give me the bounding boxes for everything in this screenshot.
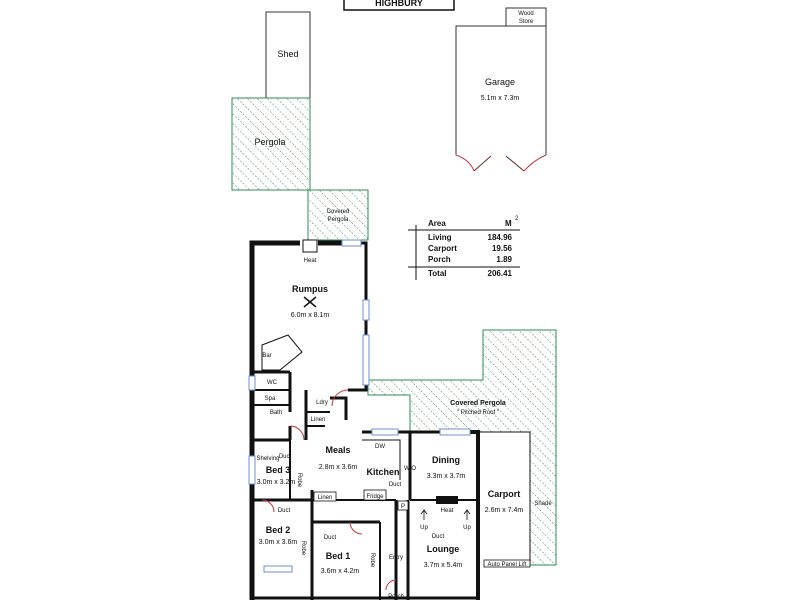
title-box: HIGHBURY <box>343 0 455 11</box>
bed3-robe-label: Robe <box>296 473 302 488</box>
lounge: Heat Up Up Duct Lounge 3.7m x 5.4m <box>420 496 471 569</box>
garage: Garage 5.1m x 7.3m <box>455 25 547 172</box>
wood-store-line2: Store <box>519 19 534 25</box>
area-header-unit-sup: 2 <box>515 216 519 222</box>
bed1-label: Bed 1 <box>326 551 351 561</box>
bar-label: Bar <box>262 353 271 359</box>
shed: Shed <box>265 11 311 99</box>
area-row-label: Carport <box>428 244 457 253</box>
lounge-label: Lounge <box>427 544 460 554</box>
area-table: Area M 2 Living 184.96 Carport 19.56 Por… <box>408 216 520 280</box>
linen-mid-label: Linen <box>318 495 333 501</box>
bed2: Duct Bed 2 3.0m x 3.6m Robe <box>259 508 306 556</box>
rumpus: Heat Rumpus 6.0m x 8.1m <box>291 239 330 319</box>
wood-store-line1: Wood <box>518 11 534 17</box>
bed2-size: 3.0m x 3.6m <box>259 539 298 546</box>
bed2-label: Bed 2 <box>266 525 291 535</box>
entry-label: Entry <box>389 555 403 561</box>
area-total-value: 206.41 <box>488 269 513 278</box>
covered-pergola-large-line1: Covered Pergola <box>450 400 506 407</box>
covered-pergola-small-line2: Pergola <box>328 217 349 223</box>
lounge-up-right: Up <box>463 525 471 531</box>
carport-size: 2.6m x 7.4m <box>485 507 524 514</box>
bath-label: Bath <box>270 410 282 416</box>
pantry: P <box>397 500 409 511</box>
wc-label: WC <box>267 380 278 386</box>
bar: Bar <box>261 334 303 371</box>
lounge-up-left: Up <box>420 525 428 531</box>
covered-pergola-small: Covered Pergola <box>307 189 369 241</box>
kitchen: DW W/O Kitchen <box>362 439 416 480</box>
carport-label: Carport <box>488 489 521 499</box>
area-total-label: Total <box>428 269 447 278</box>
bed3-shelving-label: Shelving <box>256 456 279 462</box>
plan-title: HIGHBURY <box>375 0 423 8</box>
pergola: Pergola <box>231 97 311 191</box>
bed3: Shelving Duct Bed 3 3.0m x 3.2m Robe <box>256 454 302 488</box>
kitchen-duct-label: Duct <box>389 482 402 488</box>
bed3-label: Bed 3 <box>266 465 291 475</box>
bed2-robe-label: Robe <box>300 541 306 556</box>
windows <box>248 239 471 573</box>
dining-label: Dining <box>432 455 460 465</box>
pergola-label: Pergola <box>254 137 285 147</box>
area-row-value: 19.56 <box>492 244 513 253</box>
pantry-label: P <box>401 504 405 510</box>
dw-label: DW <box>375 444 385 450</box>
laundry-label: Ldry <box>316 400 328 406</box>
bed1-duct-label: Duct <box>324 535 337 541</box>
house-walls <box>249 240 531 600</box>
covered-pergola-small-line1: Covered <box>327 209 350 215</box>
shed-label: Shed <box>277 49 298 59</box>
lounge-heat-label: Heat <box>441 508 454 514</box>
lounge-duct-label: Duct <box>432 534 445 540</box>
garage-label: Garage <box>485 77 515 87</box>
dining-size: 3.3m x 3.7m <box>427 473 466 480</box>
rumpus-heat-label: Heat <box>304 258 317 264</box>
linen-top-label: Linen <box>311 417 326 423</box>
area-header-unit: M <box>505 219 512 228</box>
lounge-size: 3.7m x 5.4m <box>424 562 463 569</box>
bed3-duct-label: Duct <box>279 454 292 460</box>
shade-label: Shade <box>534 501 552 507</box>
bed1: Duct Bed 1 3.6m x 4.2m Robe <box>321 535 375 575</box>
spa-label: Spa <box>265 396 276 402</box>
bed3-size: 3.0m x 3.2m <box>257 479 296 486</box>
area-row-label: Porch <box>428 255 451 264</box>
area-row-value: 1.89 <box>496 255 512 264</box>
bed2-duct-label: Duct <box>278 508 291 514</box>
bed1-size: 3.6m x 4.2m <box>321 568 360 575</box>
area-row-value: 184.96 <box>488 233 513 242</box>
rumpus-size: 6.0m x 8.1m <box>291 312 330 319</box>
fridge: Fridge <box>363 489 387 501</box>
area-row-label: Living <box>428 233 452 242</box>
auto-panel-lift-label: Auto Panel Lift <box>487 562 526 568</box>
carport: Carport 2.6m x 7.4m Auto Panel Lift <box>483 489 531 568</box>
fridge-label: Fridge <box>366 494 384 500</box>
dining: Dining 3.3m x 3.7m <box>427 455 466 480</box>
area-header-label: Area <box>428 219 446 228</box>
wood-store: Wood Store <box>505 7 547 27</box>
rumpus-label: Rumpus <box>292 284 328 294</box>
bed1-robe-label: Robe <box>369 553 375 568</box>
covered-pergola-large-line2: " Pitched Roof " <box>457 410 499 416</box>
doors <box>261 389 397 591</box>
linen-mid: Linen <box>313 491 337 502</box>
meals-label: Meals <box>325 445 350 455</box>
porch-label: Porch <box>388 594 404 600</box>
meals: Meals 2.8m x 3.6m <box>319 445 358 471</box>
kitchen-label: Kitchen <box>366 467 399 477</box>
meals-size: 2.8m x 3.6m <box>319 464 358 471</box>
wo-label: W/O <box>404 466 416 472</box>
garage-size: 5.1m x 7.3m <box>481 95 520 102</box>
